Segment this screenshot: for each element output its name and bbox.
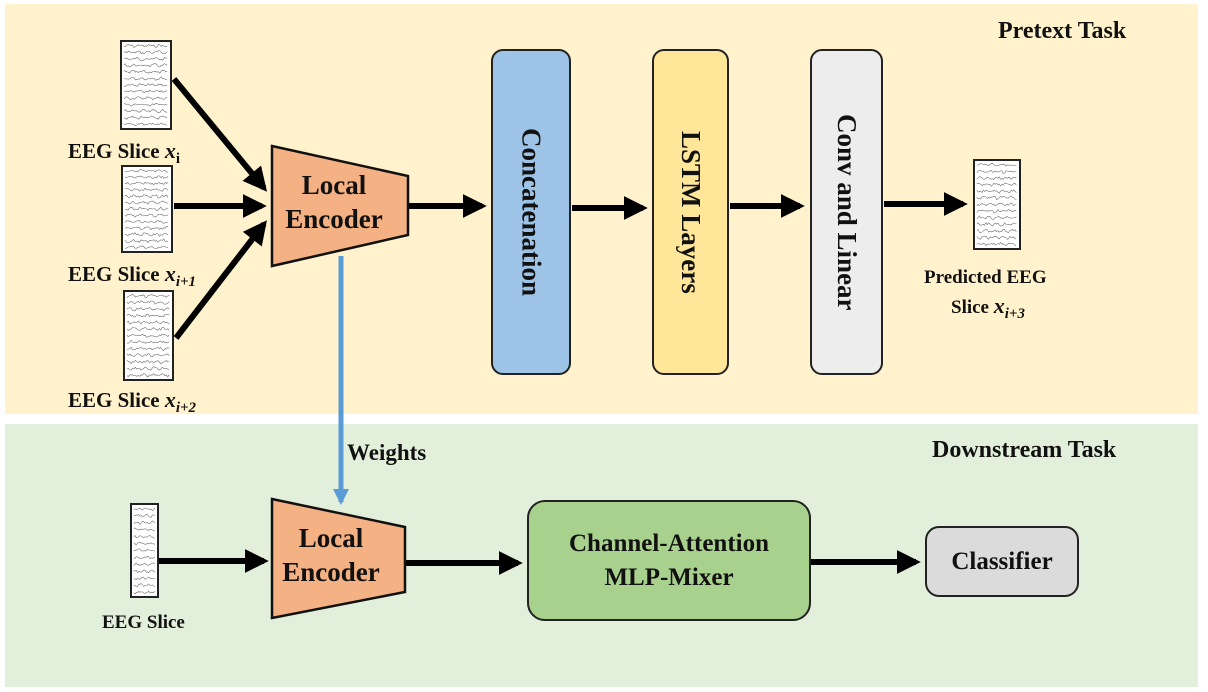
eeg-trace [133,555,156,560]
eeg-trace [123,108,168,114]
eeg-trace [126,333,170,338]
eeg-trace [133,562,155,566]
eeg-slice-xi1-label: EEG Slice xi+1 [68,261,197,290]
weights-label: Weights [347,440,427,465]
eeg-trace [133,590,156,595]
eeg-trace [126,320,170,325]
eeg-trace [124,206,169,212]
eeg-trace [123,115,168,120]
eeg-trace [124,187,169,192]
eeg-trace [976,208,1017,214]
mixer-line1: Channel-Attention [568,529,769,557]
eeg-trace [126,339,170,344]
eeg-trace [123,56,168,61]
predicted-eeg-label-line1: Predicted EEG [924,267,1047,288]
eeg-trace [133,520,156,525]
eeg-trace [124,220,169,224]
eeg-trace [124,213,169,218]
eeg-trace [976,176,1017,180]
lstm-layers-block: LSTM Layers [652,49,729,375]
eeg-trace [126,326,170,331]
eeg-trace [976,235,1017,240]
eeg-trace [123,63,168,68]
eeg-trace [124,181,169,186]
eeg-trace [976,195,1017,200]
classifier-block: Classifier [925,526,1079,597]
eeg-trace [126,353,170,358]
eeg-trace [126,373,170,378]
eeg-slice-downstream-label: EEG Slice [102,612,185,633]
eeg-trace [126,359,170,365]
eeg-trace [133,534,156,539]
eeg-trace [976,189,1017,194]
eeg-trace [124,169,169,173]
eeg-trace [123,122,168,127]
eeg-slice-xi-thumbnail [120,40,172,130]
downstream-task-title: Downstream Task [932,437,1117,463]
eeg-trace [124,200,169,205]
eeg-trace [133,583,155,588]
eeg-trace [126,346,170,351]
eeg-trace [976,215,1017,220]
eeg-trace [123,76,168,81]
eeg-trace [123,44,168,48]
eeg-trace [123,69,168,74]
eeg-trace [123,103,168,107]
eeg-trace [976,170,1017,174]
eeg-slice-downstream-thumbnail [130,503,159,598]
eeg-trace [123,83,168,87]
mixer-line2: MLP-Mixer [604,563,734,591]
eeg-slice-xi2-label: EEG Slice xi+2 [68,387,197,416]
eeg-trace [124,175,169,180]
eeg-trace [123,50,168,55]
concatenation-block: Concatenation [491,49,571,375]
eeg-trace [126,366,170,371]
eeg-slice-xi-label: EEG Slice xi [68,138,181,167]
eeg-trace [126,300,170,305]
eeg-trace [133,548,155,552]
eeg-trace [123,96,168,101]
eeg-trace [124,238,169,244]
eeg-trace [126,293,170,298]
eeg-trace [124,225,169,231]
eeg-trace [124,245,169,250]
eeg-trace [126,313,170,318]
eeg-trace [126,307,170,312]
predicted-eeg-label-line2: Slice xi+3 [951,293,1025,322]
eeg-trace [133,513,155,518]
eeg-trace [976,163,1017,167]
eeg-trace [976,202,1017,207]
eeg-trace [133,569,156,574]
eeg-trace [124,194,169,199]
eeg-trace [976,222,1017,227]
predicted-eeg-slice-thumbnail [973,159,1021,250]
eeg-trace [976,228,1017,234]
eeg-trace [976,241,1017,247]
eeg-slice-xi2-thumbnail [123,290,174,381]
eeg-trace [133,576,155,581]
pretext-task-title: Pretext Task [998,18,1127,44]
eeg-slice-xi1-thumbnail [121,165,173,253]
eeg-trace [133,527,156,532]
conv-and-linear-block: Conv and Linear [810,49,883,375]
eeg-trace [133,541,156,546]
eeg-trace [133,507,156,512]
eeg-trace [123,89,168,94]
eeg-trace [124,232,169,237]
eeg-trace [976,182,1017,187]
